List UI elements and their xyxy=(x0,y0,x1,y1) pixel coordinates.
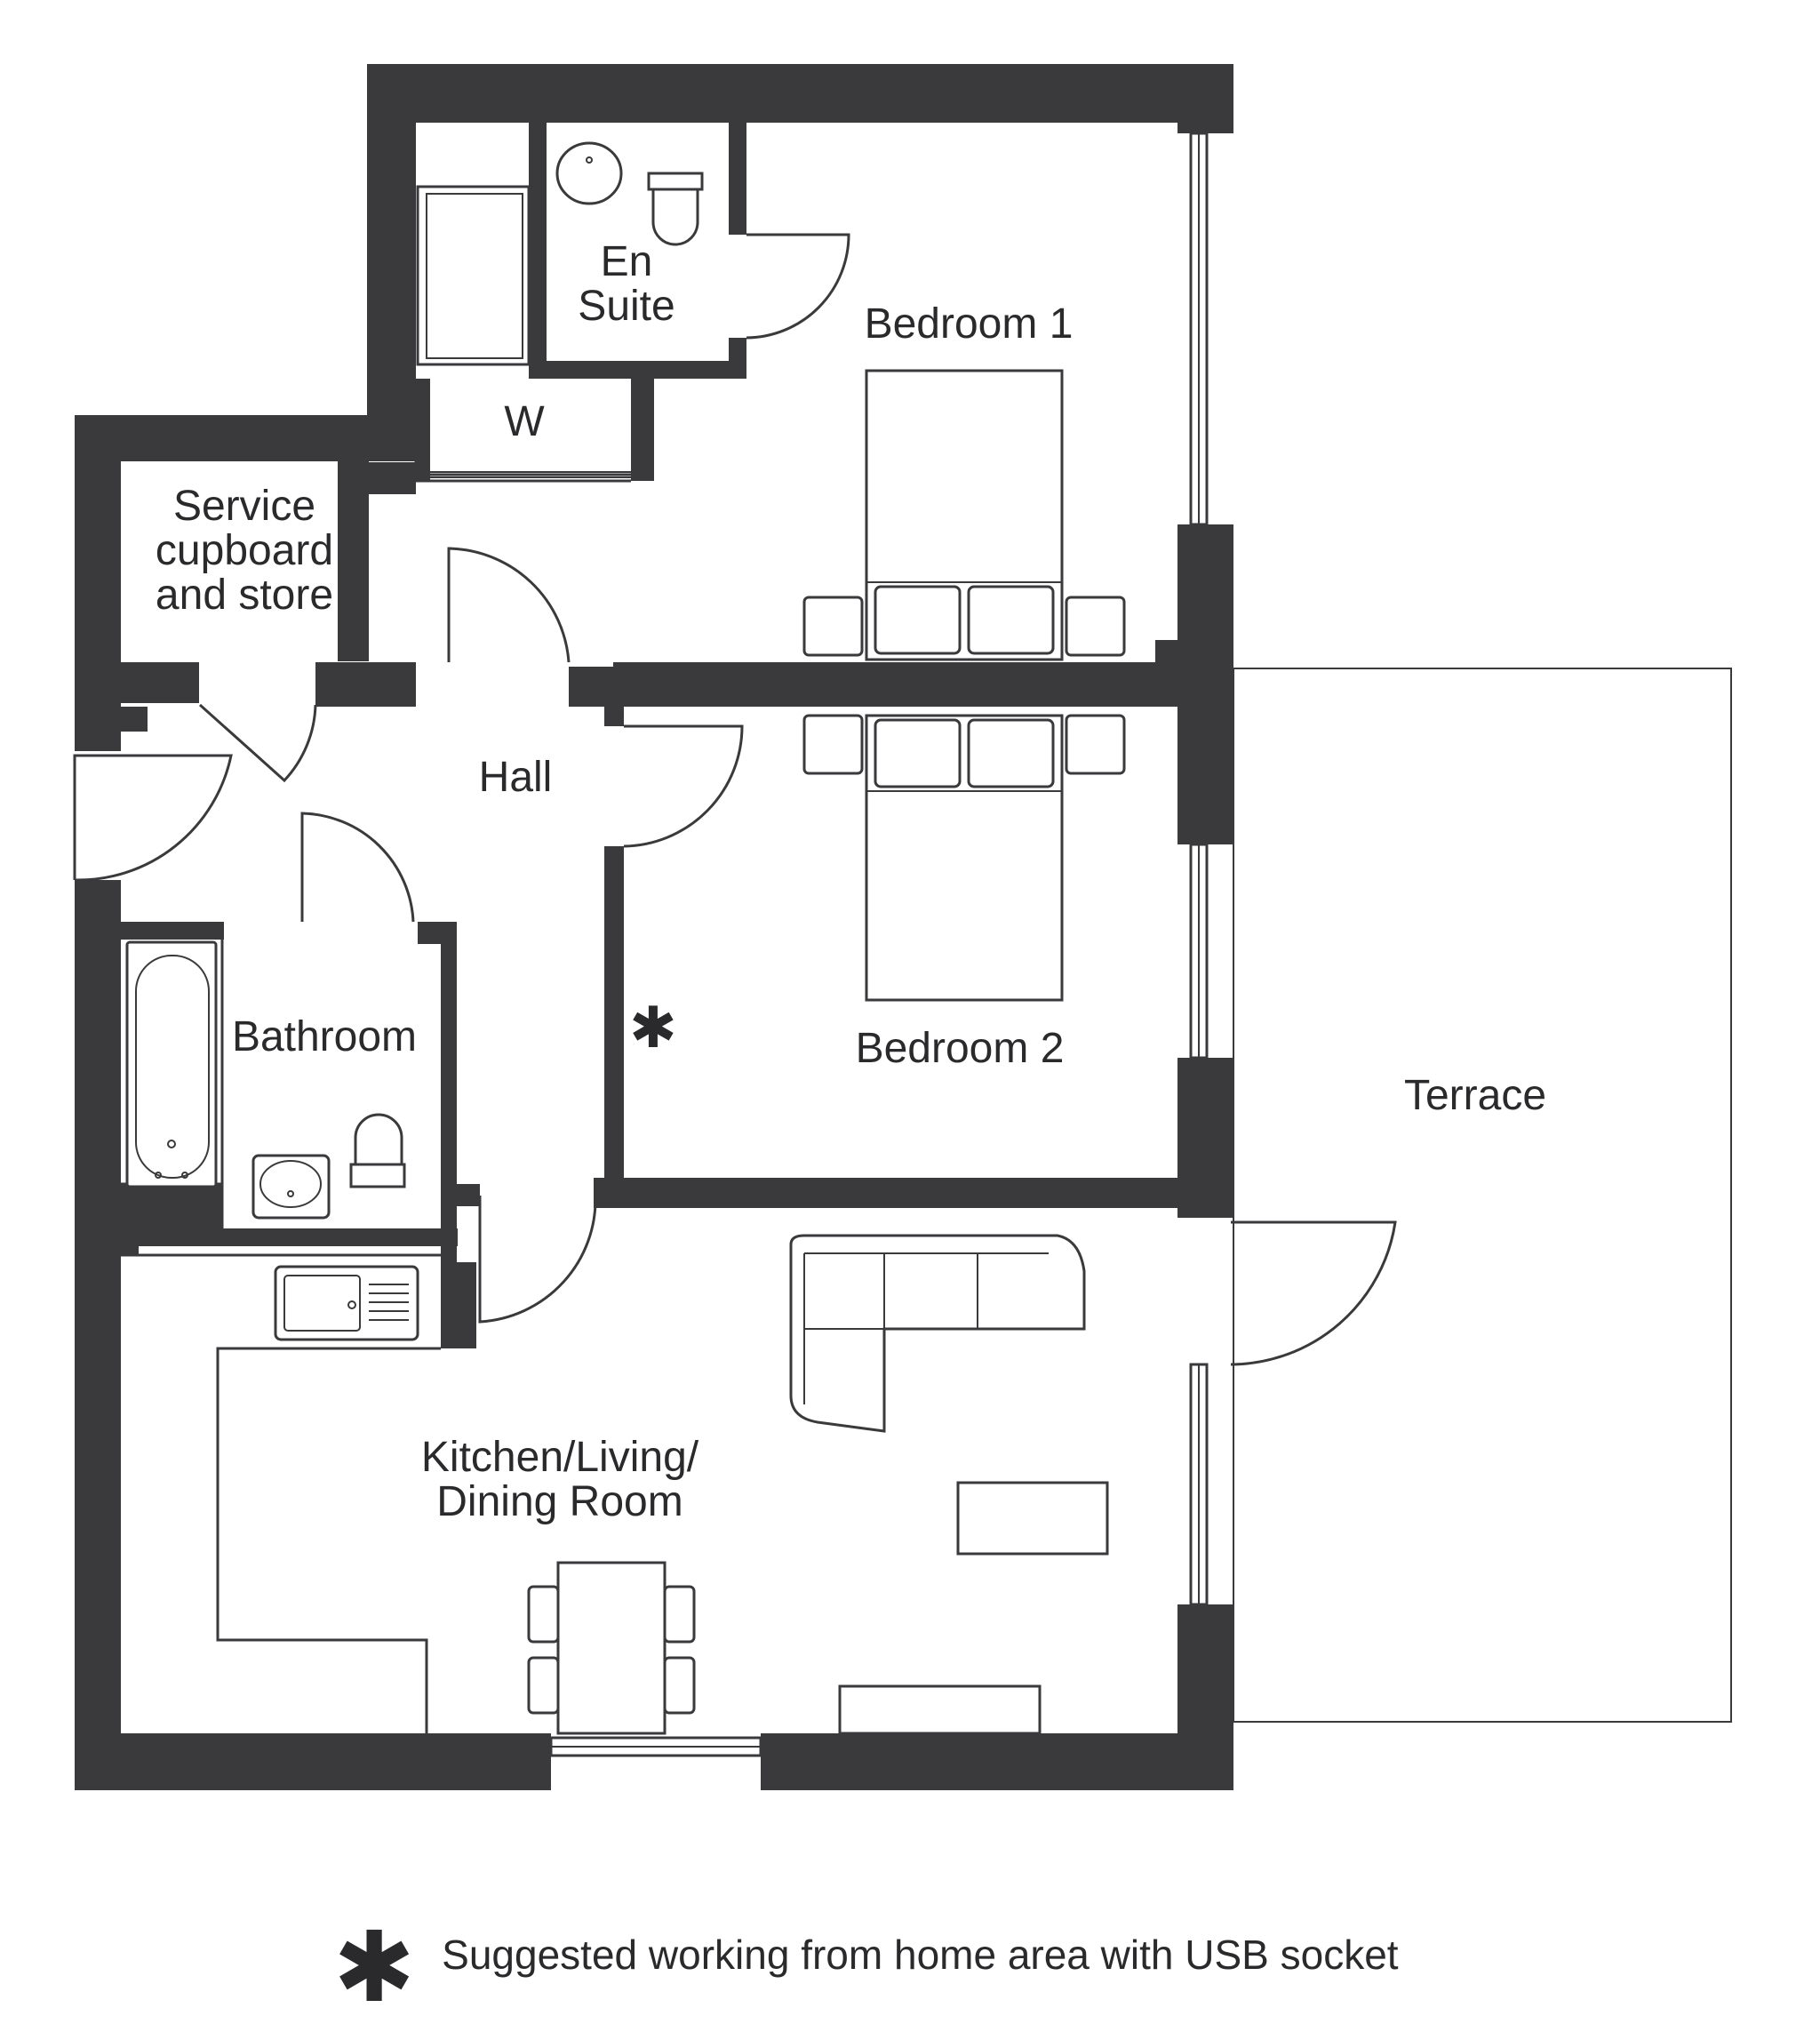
toilet-bathroom xyxy=(349,1113,406,1188)
internal-walls xyxy=(121,123,1207,1348)
kitchen-sink xyxy=(274,1265,419,1341)
windows xyxy=(418,132,1209,1757)
label-bedroom2: Bedroom 2 xyxy=(855,1025,1065,1072)
toilet-ensuite xyxy=(647,172,704,246)
label-en-suite: En Suite xyxy=(578,238,675,330)
bathtub-bathroom xyxy=(125,940,218,1188)
label-kitchen-living-dining: Kitchen/Living/ Dining Room xyxy=(420,1434,699,1525)
basin-ensuite xyxy=(555,141,623,205)
sofa xyxy=(789,1234,1086,1433)
shower-ensuite xyxy=(416,185,531,366)
label-wardrobe: W xyxy=(504,398,545,445)
coffee-table xyxy=(956,1481,1109,1556)
bed-bedroom1 xyxy=(802,369,1126,661)
bed-bedroom2 xyxy=(802,714,1126,1002)
usb-marker-icon: ✱ xyxy=(629,996,677,1061)
legend-text: Suggested working from home area with US… xyxy=(442,1932,1399,1978)
label-service-cupboard: Service cupboard and store xyxy=(155,483,334,619)
dining-set xyxy=(527,1561,696,1735)
label-bathroom: Bathroom xyxy=(231,1013,418,1060)
doors xyxy=(73,233,1397,1366)
label-terrace: Terrace xyxy=(1403,1072,1547,1119)
basin-bathroom xyxy=(251,1154,331,1220)
label-bedroom1: Bedroom 1 xyxy=(864,300,1074,348)
label-hall: Hall xyxy=(478,754,553,801)
legend: ✱ Suggested working from home area with … xyxy=(333,1893,1399,2016)
terrace-outline xyxy=(1233,668,1732,1723)
external-walls xyxy=(75,64,1233,1790)
asterisk-icon: ✱ xyxy=(333,1910,416,2024)
